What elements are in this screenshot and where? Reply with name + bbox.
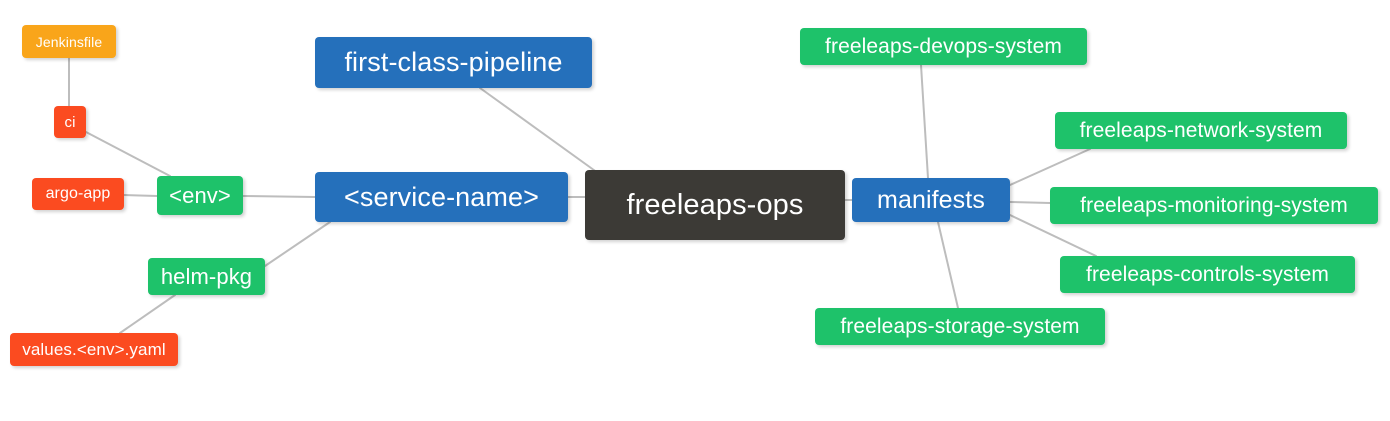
mindmap-node-argo-app[interactable]: argo-app xyxy=(32,178,124,210)
mindmap-node-helm-pkg[interactable]: helm-pkg xyxy=(148,258,265,295)
edge-manifests-to-freeleaps-network-system xyxy=(1009,148,1091,186)
mindmap-node-label: manifests xyxy=(877,185,985,214)
edge-root-to-first-class-pipeline xyxy=(479,87,599,174)
mindmap-node-label: freeleaps-controls-system xyxy=(1086,263,1329,286)
mindmap-node-label: values.<env>.yaml xyxy=(22,340,166,359)
mindmap-node-freeleaps-network-system[interactable]: freeleaps-network-system xyxy=(1055,112,1347,149)
mindmap-node-label: freeleaps-monitoring-system xyxy=(1080,194,1348,217)
edge-manifests-to-freeleaps-monitoring-system xyxy=(1009,201,1051,204)
edge-env-to-argo-app xyxy=(123,194,158,197)
edge-manifests-to-freeleaps-storage-system xyxy=(937,221,959,309)
mindmap-node-freeleaps-storage-system[interactable]: freeleaps-storage-system xyxy=(815,308,1105,345)
mindmap-node-manifests[interactable]: manifests xyxy=(852,178,1010,222)
mindmap-node-values-env-yaml[interactable]: values.<env>.yaml xyxy=(10,333,178,366)
mindmap-node-env[interactable]: <env> xyxy=(157,176,243,215)
mindmap-node-label: freeleaps-ops xyxy=(626,188,804,221)
edge-service-name-to-env xyxy=(242,195,316,198)
mindmap-node-label: first-class-pipeline xyxy=(344,47,563,77)
mindmap-node-label: argo-app xyxy=(45,185,111,202)
mindmap-node-service-name[interactable]: <service-name> xyxy=(315,172,568,222)
edge-service-name-to-helm-pkg xyxy=(264,221,331,267)
mindmap-node-first-class-pipeline[interactable]: first-class-pipeline xyxy=(315,37,592,88)
mindmap-node-root[interactable]: freeleaps-ops xyxy=(585,170,845,240)
mindmap-node-label: freeleaps-devops-system xyxy=(825,35,1062,58)
mindmap-node-label: helm-pkg xyxy=(160,263,253,289)
mindmap-node-label: freeleaps-storage-system xyxy=(840,315,1080,338)
edge-helm-pkg-to-values-env-yaml xyxy=(119,294,176,334)
mindmap-node-label: <service-name> xyxy=(344,181,539,212)
mindmap-node-label: freeleaps-network-system xyxy=(1079,119,1323,142)
mindmap-node-jenkinsfile[interactable]: Jenkinsfile xyxy=(22,25,116,58)
mindmap-node-freeleaps-monitoring-system[interactable]: freeleaps-monitoring-system xyxy=(1050,187,1378,224)
edge-manifests-to-freeleaps-devops-system xyxy=(920,64,929,179)
edge-env-to-ci xyxy=(85,131,171,177)
mindmap-node-ci[interactable]: ci xyxy=(54,106,86,138)
mindmap-node-freeleaps-controls-system[interactable]: freeleaps-controls-system xyxy=(1060,256,1355,293)
mindmap-node-label: Jenkinsfile xyxy=(35,33,103,50)
mindmap-node-label: ci xyxy=(64,113,76,131)
mindmap-node-label: <env> xyxy=(169,182,231,208)
mindmap-node-freeleaps-devops-system[interactable]: freeleaps-devops-system xyxy=(800,28,1087,65)
